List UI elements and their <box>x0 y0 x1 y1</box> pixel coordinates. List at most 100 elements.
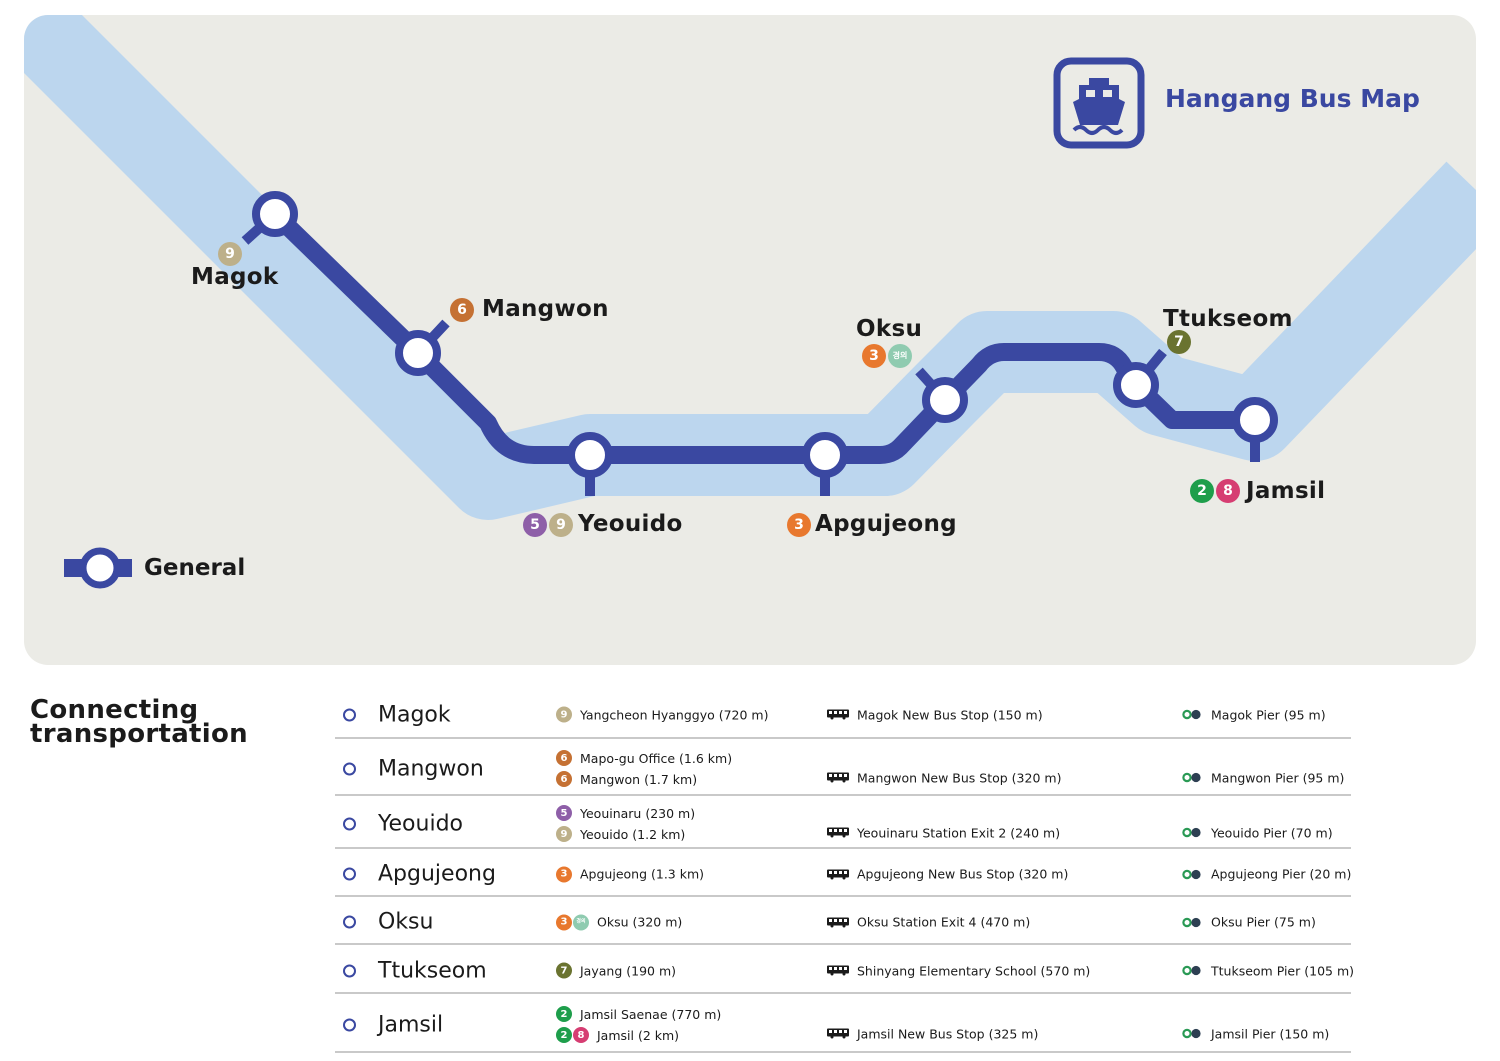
pier-connection-text: Magok Pier (95 m) <box>1211 707 1326 722</box>
line-6-badge-icon: 6 <box>556 750 572 766</box>
ferry-logo-icon <box>1053 57 1145 149</box>
pier-connection-text: Ttukseom Pier (105 m) <box>1211 963 1354 978</box>
station-marker-apgujeong[interactable] <box>802 432 848 478</box>
line-3-badge-icon: 3 <box>862 344 886 368</box>
bus-icon <box>827 709 849 720</box>
station-dot-icon <box>343 762 356 775</box>
map-badges-ttukseom: 7 <box>1167 330 1191 354</box>
station-name[interactable]: Magok <box>378 702 451 727</box>
map-label-apgujeong[interactable]: Apgujeong <box>815 511 957 537</box>
map-label-oksu[interactable]: Oksu <box>856 316 923 342</box>
line-9-badge-icon: 9 <box>556 826 572 842</box>
pier-connection-text: Mangwon Pier (95 m) <box>1211 770 1345 785</box>
map-label-jamsil[interactable]: Jamsil <box>1246 478 1326 504</box>
subway-connection-text: Yeouido (1.2 km) <box>580 826 686 842</box>
bus-connection-text: Oksu Station Exit 4 (470 m) <box>857 914 1031 930</box>
pier-connection-text: Oksu Pier (75 m) <box>1211 914 1316 930</box>
station-name[interactable]: Jamsil <box>378 1012 444 1037</box>
line-8-badge-icon: 8 <box>1216 479 1240 503</box>
station-dot-icon <box>343 915 356 929</box>
bus-connection-text: Shinyang Elementary School (570 m) <box>857 963 1091 978</box>
subway-connection-text: Yangcheon Hyanggyo (720 m) <box>580 707 769 722</box>
line-6-badge-icon: 6 <box>556 771 572 787</box>
pier-icon <box>1182 1028 1201 1039</box>
station-name[interactable]: Yeouido <box>378 811 463 836</box>
line-gyeongui-badge-icon: 경의 <box>888 344 912 368</box>
map-badges-magok: 9 <box>218 242 242 266</box>
line-2-badge-icon: 2 <box>556 1006 572 1022</box>
station-marker-magok[interactable] <box>252 191 298 237</box>
map-badges-mangwon: 6 <box>450 298 474 322</box>
map-badges-apgujeong: 3 <box>787 513 811 537</box>
line-gyeongui-badge-icon: 경의 <box>573 914 589 930</box>
station-markers <box>252 191 1278 478</box>
station-name[interactable]: Ttukseom <box>378 958 487 983</box>
bus-connection: Oksu Station Exit 4 (470 m) <box>827 915 1030 930</box>
connecting-title-line1: Connecting <box>30 695 199 725</box>
line-5-badge-icon: 5 <box>523 513 547 537</box>
pier-icon <box>1182 869 1201 879</box>
map-label-mangwon[interactable]: Mangwon <box>482 296 609 322</box>
line-7-badge-icon: 7 <box>1167 330 1191 354</box>
line-3-badge-icon: 3 <box>556 914 572 930</box>
bus-connection: Mangwon New Bus Stop (320 m) <box>827 770 1061 785</box>
bus-connection-text: Yeouinaru Station Exit 2 (240 m) <box>857 825 1061 840</box>
station-marker-ttukseom[interactable] <box>1113 362 1159 408</box>
bus-connection: Yeouinaru Station Exit 2 (240 m) <box>827 825 1060 840</box>
pier-connection-text: Apgujeong Pier (20 m) <box>1211 866 1352 882</box>
pier-connection: Jamsil Pier (150 m) <box>1182 1026 1329 1041</box>
bus-icon <box>827 827 849 838</box>
line-8-badge-icon: 8 <box>573 1027 589 1043</box>
pier-connection: Ttukseom Pier (105 m) <box>1182 963 1354 978</box>
legend-label: General <box>144 555 246 581</box>
subway-connection-text: Jamsil (2 km) <box>597 1027 680 1043</box>
subway-connection-text: Mangwon (1.7 km) <box>580 771 698 787</box>
station-name[interactable]: Oksu <box>378 909 434 935</box>
station-marker-jamsil[interactable] <box>1232 397 1278 443</box>
station-marker-mangwon[interactable] <box>395 330 441 376</box>
line-2-badge-icon: 2 <box>1190 479 1214 503</box>
bus-connection-text: Apgujeong New Bus Stop (320 m) <box>857 866 1069 882</box>
station-name[interactable]: Mangwon <box>378 756 484 781</box>
bus-connection: Magok New Bus Stop (150 m) <box>827 707 1043 722</box>
station-dot-icon <box>343 1018 356 1031</box>
bus-connection: Apgujeong New Bus Stop (320 m) <box>827 867 1068 882</box>
line-9-badge-icon: 9 <box>218 242 242 266</box>
station-dot-icon <box>343 867 356 881</box>
bus-connection-text: Mangwon New Bus Stop (320 m) <box>857 770 1062 785</box>
station-name[interactable]: Apgujeong <box>378 861 496 887</box>
pier-icon <box>1182 709 1201 720</box>
bus-icon <box>827 917 849 927</box>
line-5-badge-icon: 5 <box>556 805 572 821</box>
subway-connection-text: Apgujeong (1.3 km) <box>580 866 705 882</box>
station-marker-oksu[interactable] <box>922 377 968 423</box>
station-dot-icon <box>343 708 356 721</box>
pier-connection: Oksu Pier (75 m) <box>1182 915 1316 930</box>
map-label-ttukseom[interactable]: Ttukseom <box>1163 306 1293 332</box>
subway-connection: 9 Yeouido (1.2 km) <box>556 824 695 845</box>
map-panel: Hangang Bus Map Magok 9 Mangwon 6 Yeouid… <box>24 15 1476 665</box>
bus-icon <box>827 1028 849 1039</box>
pier-icon <box>1182 917 1201 927</box>
connecting-title: Connecting transportation <box>30 695 310 747</box>
line-7-badge-icon: 7 <box>556 962 572 979</box>
map-label-yeouido[interactable]: Yeouido <box>578 511 683 537</box>
station-marker-yeouido[interactable] <box>567 432 613 478</box>
bus-icon <box>827 772 849 783</box>
map-label-magok[interactable]: Magok <box>191 264 279 290</box>
line-6-badge-icon: 6 <box>450 298 474 322</box>
